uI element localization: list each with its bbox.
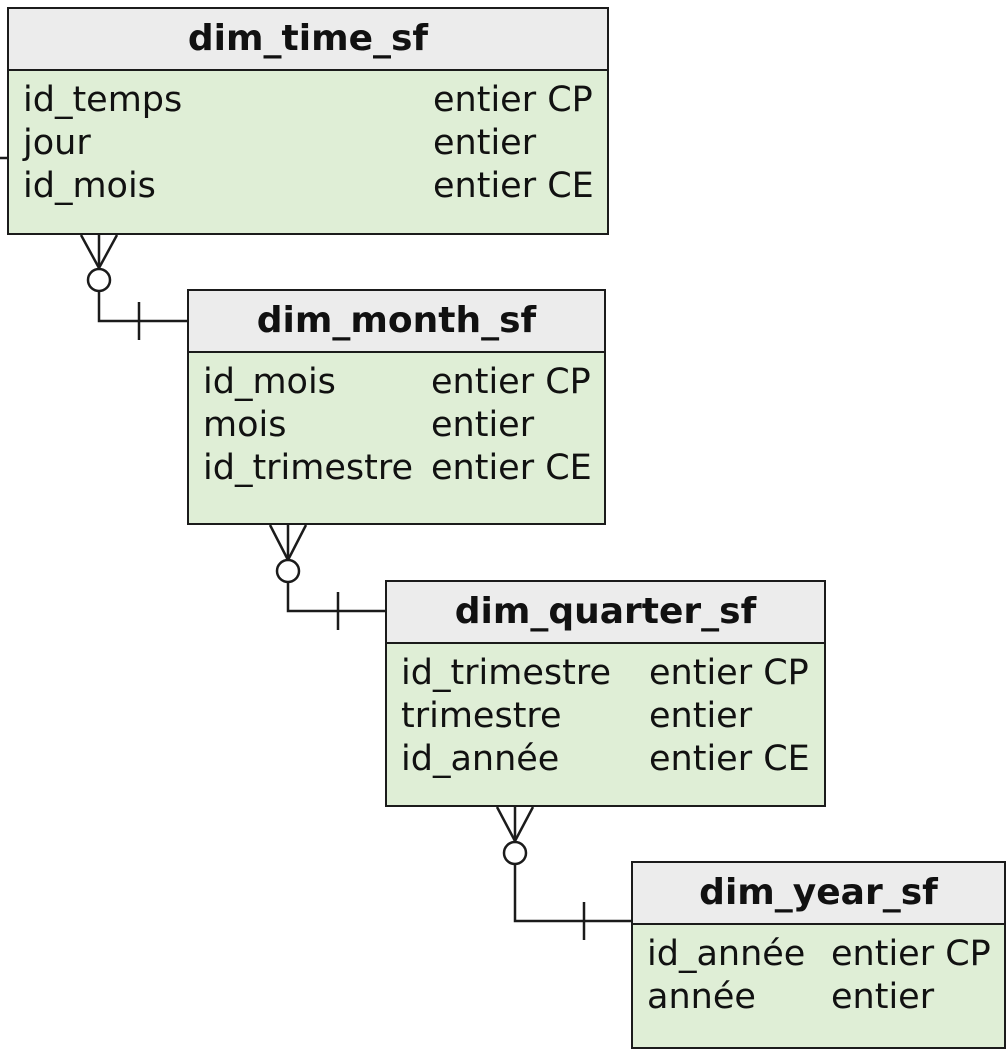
relationship-line	[286, 582, 385, 613]
attribute-name: id_mois	[23, 166, 156, 206]
attribute-type: entier	[431, 405, 535, 445]
entity-title: dim_quarter_sf	[387, 582, 824, 644]
crowfoot-many-mark	[513, 806, 535, 842]
attribute-type: entier CP	[431, 362, 591, 402]
attribute-row: id_trimestre entier CE	[189, 447, 604, 490]
attribute-type: entier	[831, 977, 935, 1017]
crowfoot-many-mark	[97, 234, 119, 269]
attribute-name: id_année	[647, 934, 806, 974]
relationship-quarter-year	[495, 806, 631, 940]
attribute-name: id_année	[401, 739, 560, 779]
attribute-row: année entier	[633, 976, 1004, 1019]
attribute-row: mois entier	[189, 404, 604, 447]
attribute-type: entier CP	[831, 934, 991, 974]
relationship-line	[97, 291, 187, 323]
attribute-type: entier	[433, 123, 537, 163]
attribute-name: id_trimestre	[401, 653, 612, 693]
entity-dim-time-sf[interactable]: dim_time_sf id_temps entier CP jour enti…	[7, 7, 609, 235]
crowfoot-many-mark	[79, 234, 101, 269]
entity-dim-year-sf[interactable]: dim_year_sf id_année entier CP année ent…	[631, 861, 1006, 1049]
crowfoot-many-mark	[286, 524, 308, 561]
attribute-type: entier CE	[433, 166, 594, 206]
entity-attributes: id_temps entier CP jour entier id_mois e…	[9, 71, 607, 208]
crowfoot-zero-mark	[502, 840, 528, 866]
entity-dim-month-sf[interactable]: dim_month_sf id_mois entier CP mois enti…	[187, 289, 606, 525]
attribute-name: id_trimestre	[203, 448, 414, 488]
relationship-month-quarter	[268, 524, 385, 630]
attribute-type: entier CE	[649, 739, 810, 779]
relationship-line	[513, 864, 631, 923]
attribute-row: id_trimestre entier CP	[387, 652, 824, 695]
attribute-type: entier	[649, 696, 753, 736]
attribute-name: trimestre	[401, 696, 562, 736]
attribute-type: entier CP	[433, 80, 593, 120]
attribute-row: id_mois entier CE	[9, 165, 607, 208]
attribute-row: id_mois entier CP	[189, 361, 604, 404]
attribute-name: id_temps	[23, 80, 183, 120]
entity-title: dim_time_sf	[9, 9, 607, 71]
attribute-row: id_temps entier CP	[9, 79, 607, 122]
crowfoot-many-mark	[495, 806, 517, 842]
entity-attributes: id_année entier CP année entier	[633, 925, 1004, 1019]
attribute-name: mois	[203, 405, 287, 445]
attribute-name: année	[647, 977, 756, 1017]
crowfoot-many-mark	[268, 524, 290, 561]
attribute-name: jour	[23, 123, 91, 163]
entity-title: dim_month_sf	[189, 291, 604, 353]
entity-title: dim_year_sf	[633, 863, 1004, 925]
attribute-row: jour entier	[9, 122, 607, 165]
attribute-type: entier CP	[649, 653, 809, 693]
attribute-type: entier CE	[431, 448, 592, 488]
crowfoot-zero-mark	[86, 267, 112, 293]
relationship-time-month	[79, 234, 187, 340]
attribute-row: id_année entier CE	[387, 738, 824, 781]
crowfoot-zero-mark	[275, 558, 301, 584]
entity-dim-quarter-sf[interactable]: dim_quarter_sf id_trimestre entier CP tr…	[385, 580, 826, 807]
attribute-row: id_année entier CP	[633, 933, 1004, 976]
entity-attributes: id_mois entier CP mois entier id_trimest…	[189, 353, 604, 490]
attribute-row: trimestre entier	[387, 695, 824, 738]
entity-attributes: id_trimestre entier CP trimestre entier …	[387, 644, 824, 781]
attribute-name: id_mois	[203, 362, 336, 402]
